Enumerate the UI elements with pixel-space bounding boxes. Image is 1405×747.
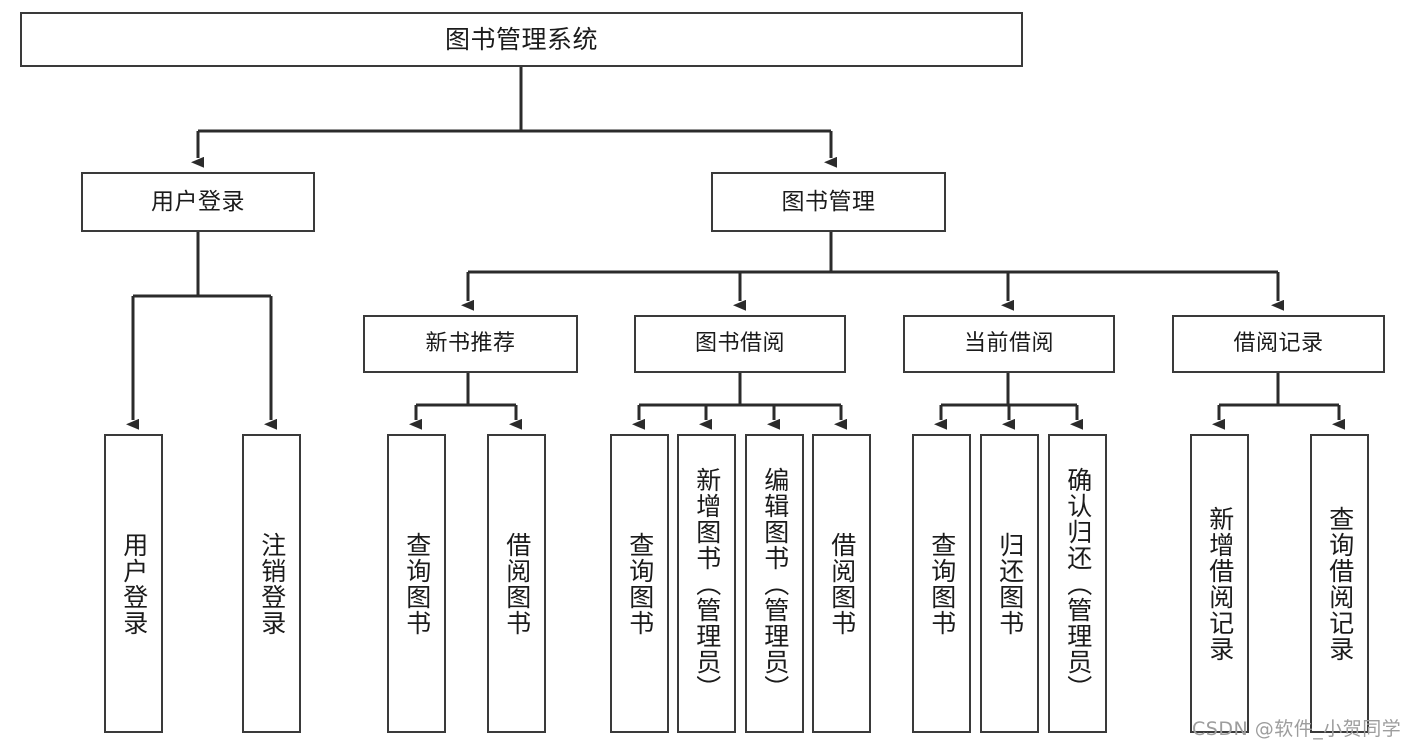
node-borrow-record[interactable]: 借阅记录 xyxy=(1172,315,1385,373)
node-label: 注销登录 xyxy=(257,531,287,636)
leaf-query-book-current[interactable]: 查询图书 xyxy=(912,434,971,733)
leaf-confirm-return-admin[interactable]: 确认归还（管理员） xyxy=(1048,434,1107,733)
node-label: 查询借阅记录 xyxy=(1325,505,1355,662)
node-label: 图书借阅 xyxy=(694,331,785,357)
node-label: 借阅图书 xyxy=(502,531,532,636)
node-label: 归还图书 xyxy=(995,531,1025,636)
watermark-text: CSDN @软件_小贺同学 xyxy=(1192,718,1402,740)
leaf-add-borrow-record[interactable]: 新增借阅记录 xyxy=(1190,434,1249,733)
node-label: 新书推荐 xyxy=(425,331,516,357)
node-label: 当前借阅 xyxy=(963,331,1054,357)
node-label: 新增图书（管理员） xyxy=(692,466,722,701)
leaf-add-book-admin[interactable]: 新增图书（管理员） xyxy=(677,434,736,733)
node-label: 用户登录 xyxy=(119,531,149,636)
leaf-query-book-recommend[interactable]: 查询图书 xyxy=(387,434,446,733)
node-label: 确认归还（管理员） xyxy=(1063,466,1093,701)
node-root-system[interactable]: 图书管理系统 xyxy=(20,12,1023,67)
node-new-book-recommend[interactable]: 新书推荐 xyxy=(363,315,578,373)
node-book-borrow[interactable]: 图书借阅 xyxy=(634,315,846,373)
leaf-query-book-borrow[interactable]: 查询图书 xyxy=(610,434,669,733)
node-label: 图书管理 xyxy=(781,188,876,215)
node-user-login[interactable]: 用户登录 xyxy=(81,172,315,232)
node-label: 借阅图书 xyxy=(827,531,857,636)
node-book-management[interactable]: 图书管理 xyxy=(711,172,946,232)
node-label: 查询图书 xyxy=(625,531,655,636)
leaf-borrow-book[interactable]: 借阅图书 xyxy=(812,434,871,733)
node-label: 编辑图书（管理员） xyxy=(760,466,790,701)
leaf-borrow-book-recommend[interactable]: 借阅图书 xyxy=(487,434,546,733)
node-label: 查询图书 xyxy=(402,531,432,636)
leaf-query-borrow-record[interactable]: 查询借阅记录 xyxy=(1310,434,1369,733)
leaf-return-book[interactable]: 归还图书 xyxy=(980,434,1039,733)
leaf-edit-book-admin[interactable]: 编辑图书（管理员） xyxy=(745,434,804,733)
node-label: 新增借阅记录 xyxy=(1205,505,1235,662)
node-label: 图书管理系统 xyxy=(444,24,598,54)
leaf-logout[interactable]: 注销登录 xyxy=(242,434,301,733)
node-label: 查询图书 xyxy=(927,531,957,636)
node-label: 借阅记录 xyxy=(1233,331,1324,357)
leaf-user-login[interactable]: 用户登录 xyxy=(104,434,163,733)
node-label: 用户登录 xyxy=(151,188,245,215)
node-current-borrow[interactable]: 当前借阅 xyxy=(903,315,1115,373)
